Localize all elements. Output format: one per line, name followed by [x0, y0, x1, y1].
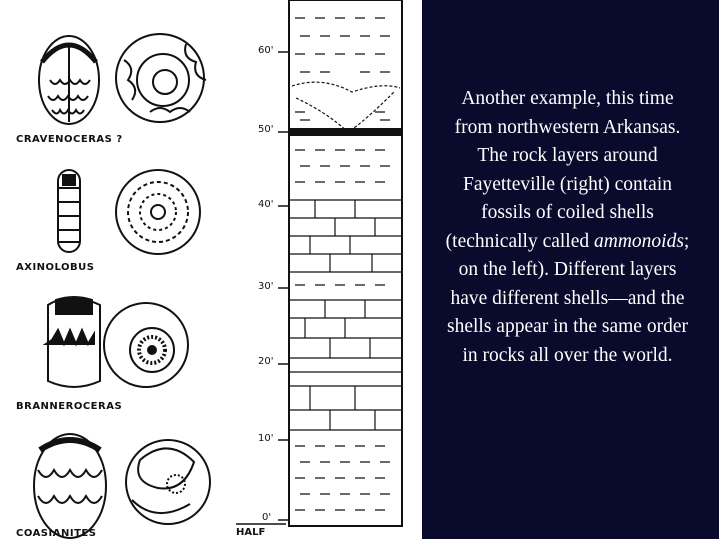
- fossil-label-cravenoceras: CRAVENOCERAS ?: [16, 134, 123, 145]
- cravenoceras-side-view: [115, 33, 207, 123]
- branneroceras-front-view: [42, 296, 101, 388]
- depth-label-50: 50': [258, 124, 274, 135]
- coasianites-front-view: [33, 433, 107, 539]
- fossil-drawings: [33, 0, 403, 539]
- axinolobus-front-view: [57, 169, 81, 253]
- depth-label-10: 10': [258, 433, 274, 444]
- depth-label-40: 40': [258, 199, 274, 210]
- caption-part-2: ; on the left). Different layers have di…: [447, 230, 690, 366]
- caption-panel: [422, 0, 719, 539]
- scale-label: HALF: [236, 527, 266, 538]
- cravenoceras-front-view: [38, 35, 100, 125]
- fossil-figure-panel: CRAVENOCERAS ? AXINOLOBUS BRANNEROCERAS …: [16, 0, 403, 539]
- caption-italic-term: ammonoids: [594, 230, 684, 252]
- caption-part-1: Another example, this time from northwes…: [445, 88, 681, 252]
- depth-label-30: 30': [258, 281, 274, 292]
- caption-text: Another example, this time from northwes…: [440, 85, 695, 370]
- fossil-label-branneroceras: BRANNEROCERAS: [16, 401, 123, 412]
- coasianites-side-view: [125, 439, 211, 525]
- depth-label-0: 0': [262, 512, 272, 523]
- fossil-label-axinolobus: AXINOLOBUS: [16, 262, 95, 273]
- fossil-label-coasianites: COASIANITES: [16, 528, 97, 539]
- depth-label-60: 60': [258, 45, 274, 56]
- rock-column: [236, 0, 403, 527]
- depth-label-20: 20': [258, 356, 274, 367]
- branneroceras-side-view: [103, 302, 189, 388]
- axinolobus-side-view: [115, 169, 201, 255]
